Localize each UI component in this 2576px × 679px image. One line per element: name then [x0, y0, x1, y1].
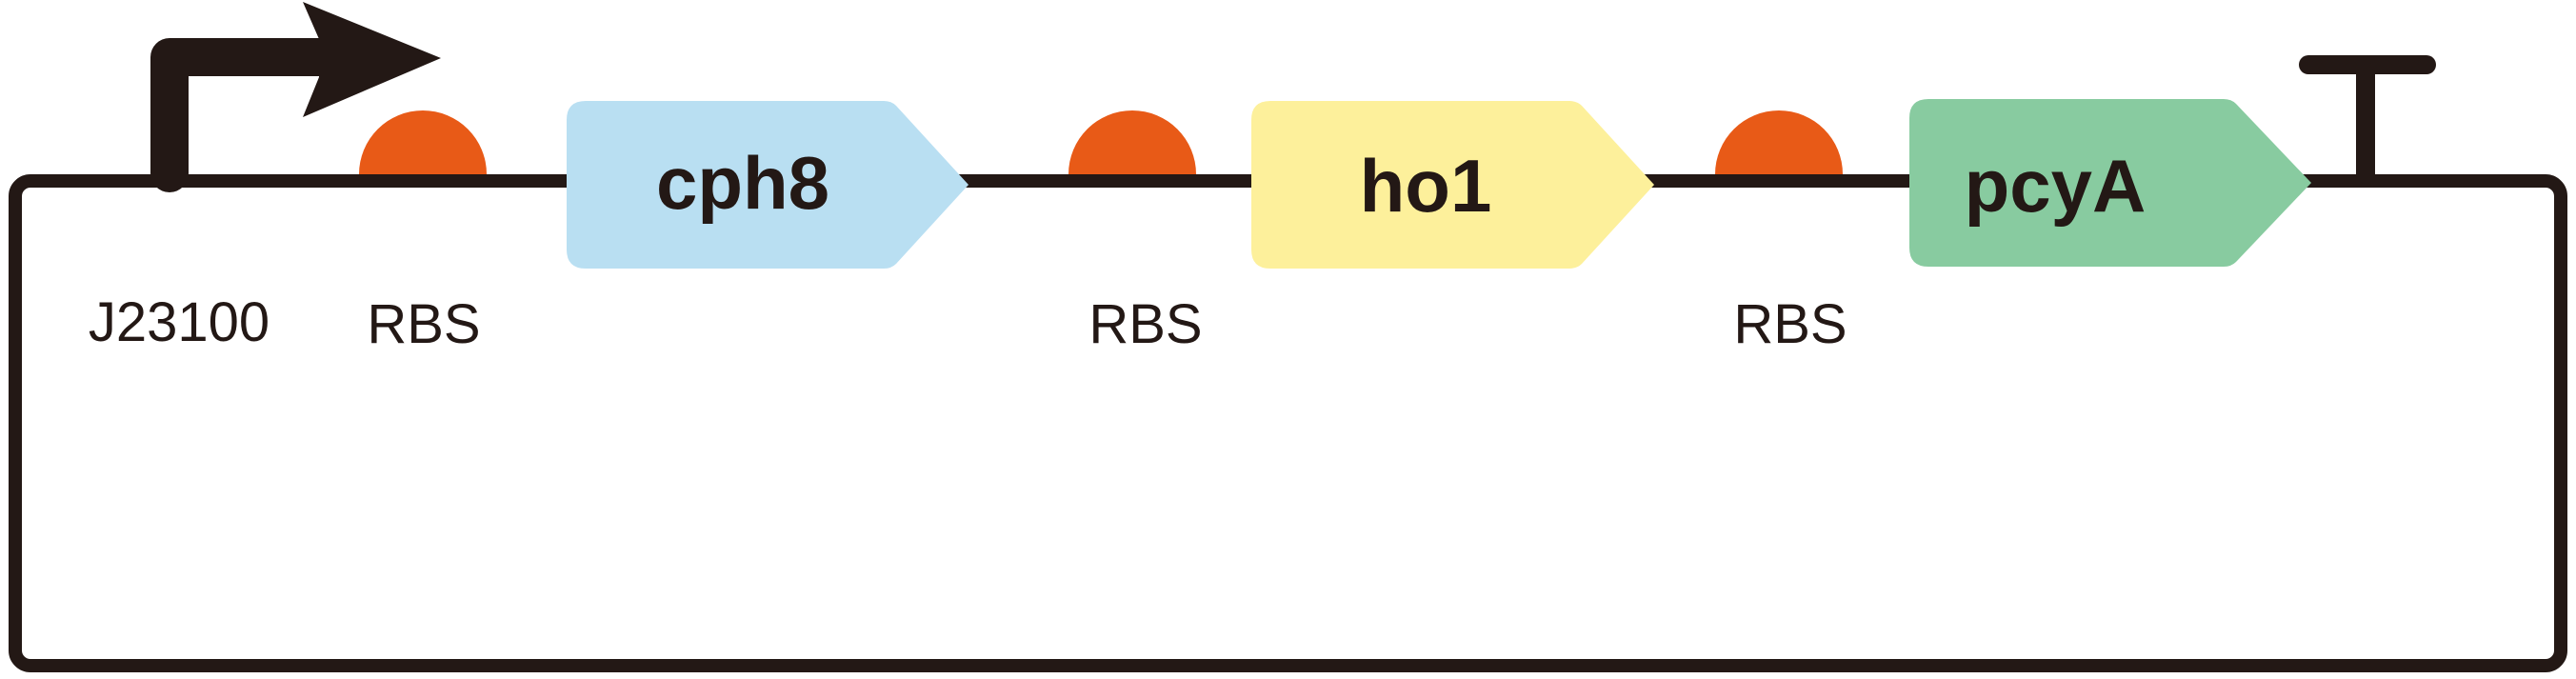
promoter-label: J23100: [89, 291, 270, 353]
gene-ho1-label: ho1: [1360, 144, 1492, 228]
rbs-label: RBS: [367, 293, 480, 355]
gene-cph8-label: cph8: [656, 141, 829, 225]
rbs-label: RBS: [1733, 293, 1847, 355]
gene-ho1: ho1: [1251, 101, 1654, 269]
gene-pcya-shape: [1909, 99, 2311, 267]
rbs-label: RBS: [1088, 293, 1202, 355]
gene-ho1-shape: [1251, 101, 1654, 269]
rbs-icon: [1715, 110, 1843, 174]
gene-pcya: pcyA: [1909, 99, 2311, 267]
gene-pcya-label: pcyA: [1965, 144, 2147, 228]
rbs-icon: [359, 110, 487, 174]
promoter-arrow-icon: [150, 2, 441, 192]
gene-cph8: cph8: [567, 101, 968, 269]
gene-cph8-shape: [567, 101, 968, 269]
terminator-icon: [2299, 55, 2436, 184]
rbs-icon: [1068, 110, 1196, 174]
